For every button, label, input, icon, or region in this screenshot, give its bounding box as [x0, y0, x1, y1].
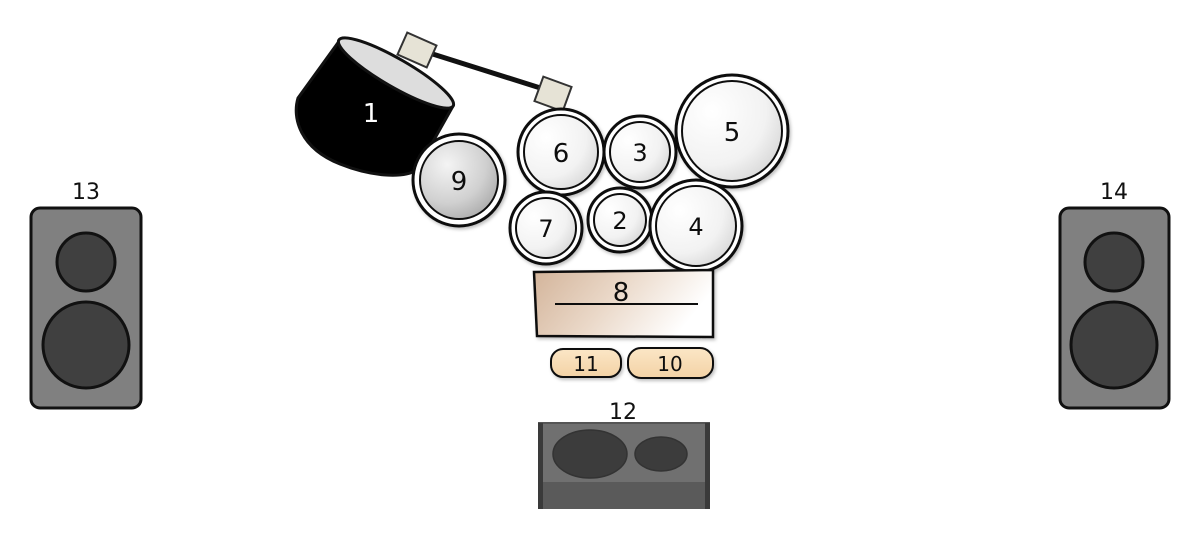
speaker-woofer	[41, 300, 131, 390]
item-label: 6	[553, 139, 570, 169]
pad-item-11: 11	[550, 348, 622, 378]
keyboard-item-8: 8	[532, 268, 715, 339]
drum-item-3: 3	[602, 114, 678, 190]
drum-head	[681, 80, 783, 182]
drum-item-7: 7	[508, 190, 584, 266]
amp-speaker-small	[634, 436, 688, 472]
item-label: 7	[538, 215, 553, 243]
speaker-tweeter	[1083, 231, 1145, 293]
item-label: 5	[724, 118, 741, 148]
item-label: 1	[363, 99, 380, 129]
drum-head	[523, 114, 599, 190]
pedal-block-upper	[396, 31, 438, 69]
pedal-block-lower	[533, 75, 573, 113]
item-label: 2	[612, 207, 627, 235]
drum-item-9: 9	[411, 132, 507, 228]
item-label: 11	[573, 352, 598, 376]
speaker-woofer	[1069, 300, 1159, 390]
amp-speaker-large	[552, 429, 628, 479]
item-label: 10	[657, 352, 682, 376]
bass-drum-item-1: 1	[294, 31, 573, 177]
amp-item-12: 12	[538, 400, 710, 509]
drum-head	[655, 185, 737, 267]
pad-body	[550, 348, 622, 378]
item-label: 4	[688, 213, 703, 241]
pad-item-10: 10	[627, 347, 714, 379]
pedal-rod	[419, 47, 554, 95]
bass-drum-shell	[294, 38, 456, 177]
drum-item-4: 4	[648, 178, 744, 274]
speaker-tweeter	[55, 231, 117, 293]
amp-side-left	[538, 423, 543, 509]
amp-side-right	[705, 423, 710, 509]
item-label: 3	[632, 139, 647, 167]
bass-drum-head	[336, 36, 456, 110]
amp-base	[539, 482, 709, 509]
drum-item-2: 2	[586, 186, 654, 254]
drum-head	[593, 193, 647, 247]
speaker-item-14: 14	[1058, 180, 1171, 410]
drum-item-6: 6	[516, 107, 606, 197]
item-label: 8	[613, 278, 630, 308]
speaker-item-13: 13	[29, 180, 143, 410]
drum-head	[515, 197, 577, 259]
drum-head	[419, 140, 499, 220]
drum-item-5: 5	[674, 73, 790, 189]
item-label: 14	[1100, 180, 1128, 205]
item-label: 12	[609, 400, 637, 425]
item-label: 9	[451, 167, 468, 197]
pad-body	[627, 347, 714, 379]
drum-head	[609, 121, 671, 183]
item-label: 13	[72, 180, 100, 205]
